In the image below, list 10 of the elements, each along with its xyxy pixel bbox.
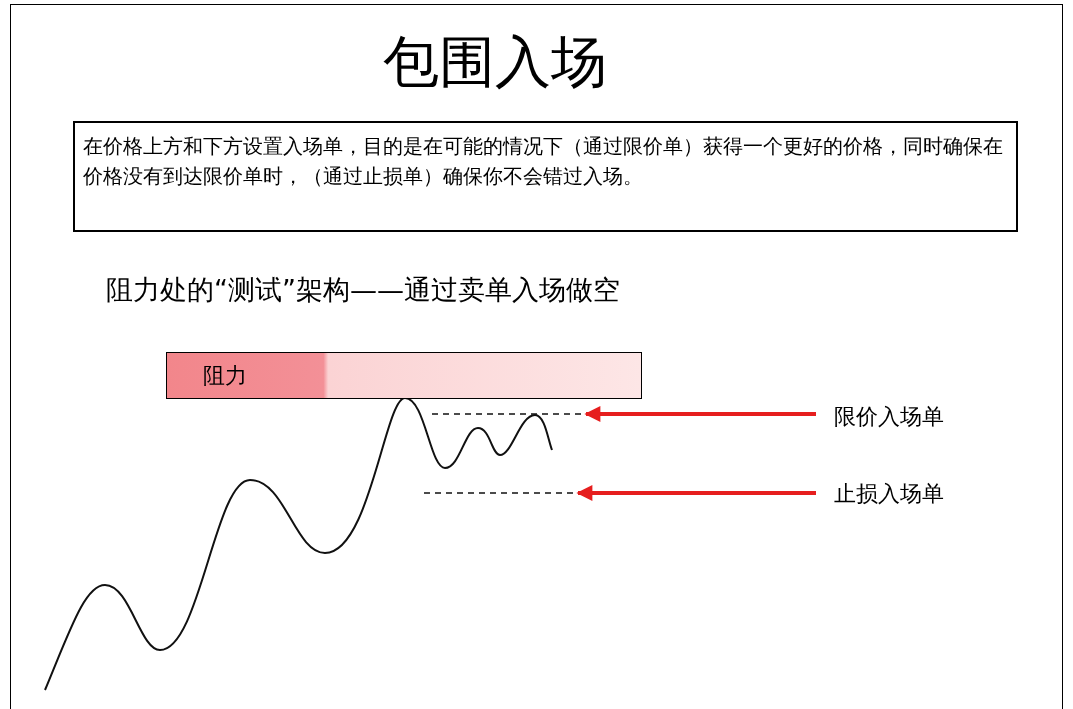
resistance-zone — [166, 352, 642, 399]
description-text: 在价格上方和下方设置入场单，目的是在可能的情况下（通过限价单）获得一个更好的价格，同时确保在价格没有到达限价单时，（通过止损单）确保你不会错过入场。 — [83, 133, 1004, 190]
arrow — [584, 406, 816, 422]
order-label: 限价入场单 — [834, 402, 944, 431]
subtitle: 阻力处的“测试”架构——通过卖单入场做空 — [106, 274, 620, 305]
text-box — [73, 121, 1018, 232]
title: 包围入场 — [383, 29, 607, 94]
arrow — [576, 485, 816, 501]
order-label: 止损入场单 — [834, 479, 944, 508]
zone-label: 阻力 — [203, 362, 247, 390]
